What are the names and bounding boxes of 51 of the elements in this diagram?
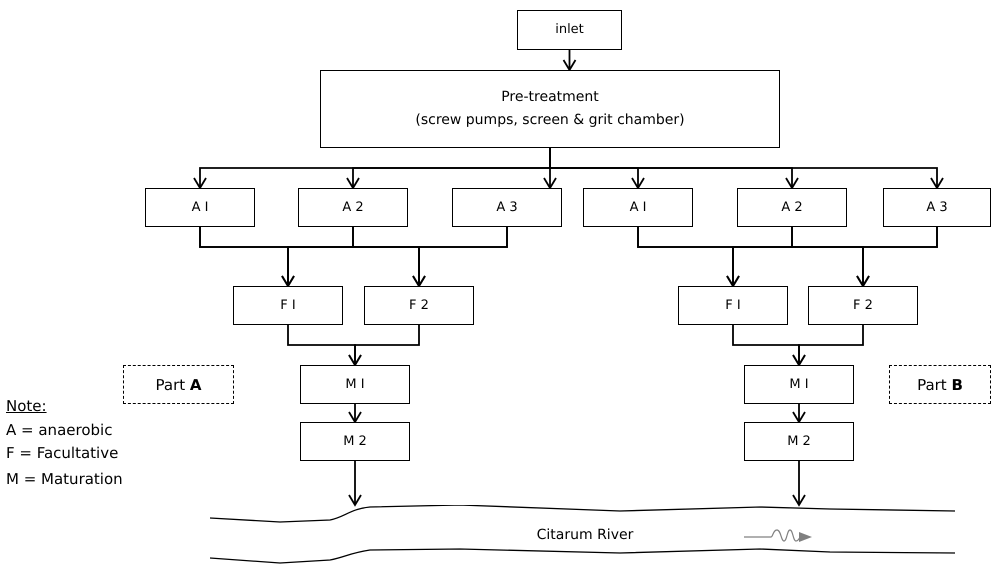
node-text: A 2 bbox=[342, 200, 364, 216]
arrow bbox=[412, 227, 508, 287]
node-text: F 2 bbox=[409, 298, 429, 314]
arrow bbox=[792, 461, 806, 506]
process-box bbox=[883, 188, 991, 227]
process-box bbox=[583, 188, 693, 227]
node-text: A 3 bbox=[926, 200, 948, 216]
node-text: M 2 bbox=[787, 434, 811, 450]
note-text: M = Maturation bbox=[6, 470, 123, 488]
node-text: Pre-treatment bbox=[501, 89, 599, 106]
node-subtext: (screw pumps, screen & grit chamber) bbox=[415, 112, 685, 129]
node-text: A I bbox=[630, 200, 646, 216]
arrow bbox=[348, 325, 420, 366]
process-box bbox=[320, 70, 780, 148]
node-text: F I bbox=[725, 298, 741, 314]
dashed-label-box bbox=[889, 365, 991, 404]
process-box bbox=[452, 188, 562, 227]
arrow bbox=[562, 50, 576, 71]
river-label: Citarum River bbox=[536, 526, 634, 544]
arrow bbox=[348, 404, 362, 423]
arrow bbox=[792, 404, 806, 423]
arrow bbox=[792, 325, 864, 366]
arrow bbox=[348, 461, 362, 506]
process-box bbox=[744, 422, 854, 461]
process-box bbox=[300, 422, 410, 461]
process-box bbox=[233, 286, 343, 325]
note-heading: Note: bbox=[6, 397, 47, 415]
note-text: A = anaerobic bbox=[6, 421, 112, 439]
node-text: F 2 bbox=[853, 298, 873, 314]
process-box bbox=[678, 286, 788, 325]
process-box bbox=[300, 365, 410, 404]
process-box bbox=[737, 188, 847, 227]
node-text: M I bbox=[345, 376, 365, 392]
process-box bbox=[364, 286, 474, 325]
process-box bbox=[517, 10, 622, 50]
dashed-label-box bbox=[123, 365, 234, 404]
node-text: Part B bbox=[917, 376, 963, 394]
node-text: F I bbox=[280, 298, 296, 314]
note-text: F = Facultative bbox=[6, 444, 118, 462]
process-box bbox=[744, 365, 854, 404]
arrow bbox=[856, 227, 938, 287]
process-box bbox=[145, 188, 255, 227]
node-text: Part A bbox=[156, 376, 202, 394]
node-text: inlet bbox=[555, 22, 584, 38]
node-text: A I bbox=[192, 200, 208, 216]
node-text: A 3 bbox=[496, 200, 518, 216]
node-text: M I bbox=[789, 376, 809, 392]
process-box bbox=[298, 188, 408, 227]
node-text: M 2 bbox=[343, 434, 367, 450]
process-box bbox=[808, 286, 918, 325]
node-text: A 2 bbox=[781, 200, 803, 216]
